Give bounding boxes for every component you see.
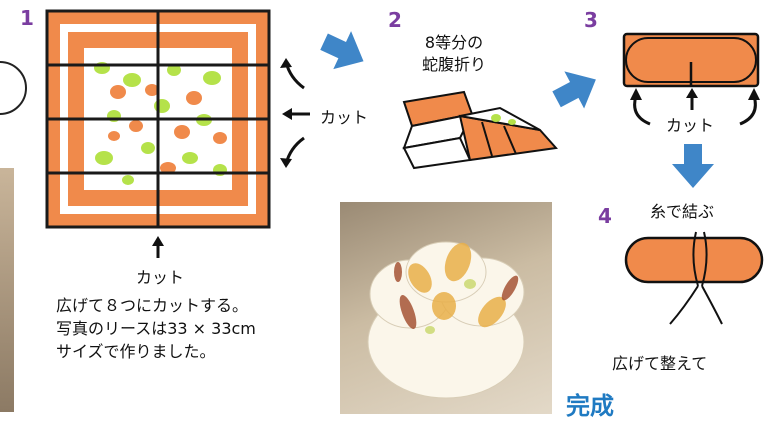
blue-arrow-icon <box>672 144 714 188</box>
step-2-label-line: 8等分の <box>424 33 484 52</box>
paper-flower-icon <box>367 241 525 399</box>
tied-strip-illustration <box>624 231 764 325</box>
step-2-label-line: 蛇腹折り <box>422 55 487 74</box>
straight-arrow-icon <box>686 88 698 110</box>
step-2-number: 2 <box>388 8 402 32</box>
folded-paper-grid-illustration <box>45 9 271 229</box>
step-4-finish-label: 広げて整えて <box>612 354 708 373</box>
curved-arrow-icon <box>630 88 651 126</box>
curved-arrow-icon <box>280 136 305 168</box>
edge-photo-fragment <box>0 168 14 412</box>
edge-circle-fragment <box>0 61 27 115</box>
step-4-number: 4 <box>598 204 612 228</box>
step-1-caption: 広げて８つにカットする。 写真のリースは33 × 33cm サイズで作りました。 <box>56 294 256 363</box>
finished-flower-photo <box>340 202 552 414</box>
straight-arrow-icon <box>282 108 310 120</box>
accordion-fold-illustration <box>402 90 558 170</box>
step-2-label: 8等分の 蛇腹折り <box>422 32 486 76</box>
caption-line: サイズで作りました。 <box>56 342 216 361</box>
straight-arrow-icon <box>152 236 164 258</box>
side-cut-label: カット <box>320 108 369 127</box>
final-label: 完成 <box>566 392 614 420</box>
step-3-number: 3 <box>584 8 598 32</box>
step-3-cut-label: カット <box>666 116 715 135</box>
step-4-tie-label: 糸で結ぶ <box>650 202 715 221</box>
caption-line: 広げて８つにカットする。 <box>56 296 249 315</box>
curved-arrow-icon <box>280 58 305 90</box>
caption-line: 写真のリースは33 × 33cm <box>56 319 256 338</box>
step-1-number: 1 <box>20 6 34 30</box>
blue-arrow-icon <box>320 31 364 70</box>
curved-arrow-icon <box>739 88 760 126</box>
bottom-cut-label: カット <box>136 268 185 287</box>
folded-strip-illustration <box>622 32 760 88</box>
blue-arrow-icon <box>552 71 596 109</box>
